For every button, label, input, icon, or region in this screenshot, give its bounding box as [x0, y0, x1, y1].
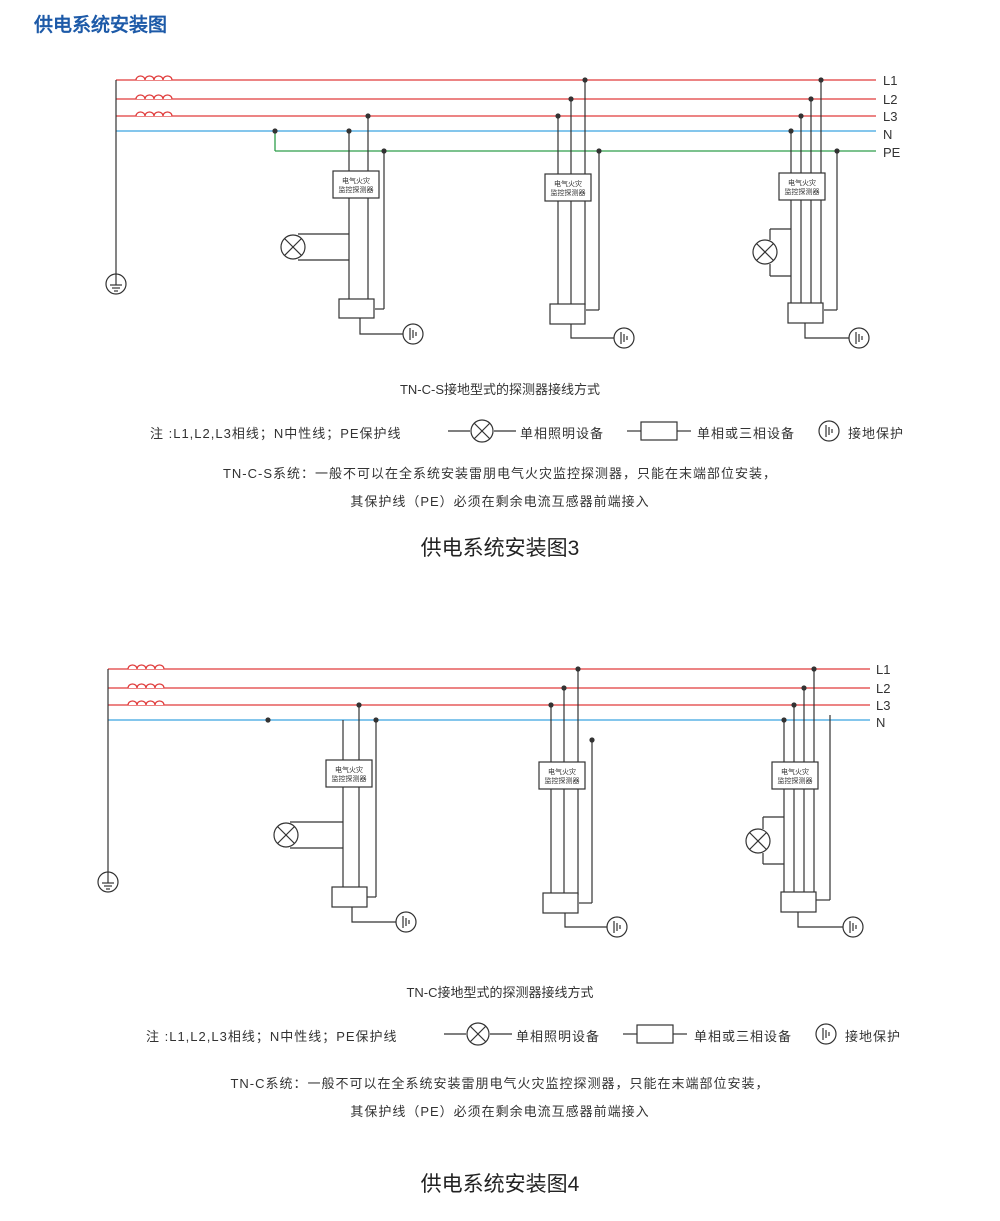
earth-legend-icon	[815, 1023, 837, 1045]
tn-c-s-wiring-diagram: 电气火灾 监控探测器 电气火灾 监控探测器 电气火灾 监控探测器 L1 L2 L…	[105, 73, 901, 349]
lamp-legend-icon	[444, 1022, 512, 1046]
line-label: L1	[876, 662, 890, 677]
transformer-coil-l2	[135, 94, 173, 100]
earth-legend-icon	[818, 420, 840, 442]
device-box	[780, 891, 817, 913]
line-label: N	[883, 127, 892, 142]
line-label: N	[876, 715, 885, 730]
legend-device-label: 单相或三相设备	[697, 426, 796, 441]
legend-lamp-label: 单相照明设备	[516, 1029, 601, 1044]
device-box	[549, 303, 586, 325]
device-box	[542, 892, 579, 914]
transformer-coil-l3	[127, 700, 165, 706]
detector-box	[332, 170, 380, 199]
detector-label: 监控探测器	[551, 188, 586, 197]
legend-lamp-label: 单相照明设备	[520, 426, 605, 441]
line-label: L3	[883, 109, 897, 124]
legend-device-label: 单相或三相设备	[694, 1029, 793, 1044]
legend-note: 注 :L1,L2,L3相线；N中性线；PE保护线	[150, 426, 402, 441]
earth-icon	[606, 916, 628, 938]
lamp-icon	[280, 234, 306, 260]
device-legend-icon	[627, 421, 691, 441]
diagram-subtitle: TN-C-S接地型式的探测器接线方式	[399, 382, 601, 397]
earth-icon	[402, 323, 424, 345]
detector-label: 监控探测器	[339, 185, 374, 194]
transformer-coil-l1	[135, 75, 173, 81]
transformer-coil-l3	[135, 111, 173, 117]
detector-label: 电气火灾	[554, 179, 582, 188]
device-box	[331, 886, 368, 908]
lamp-icon	[745, 828, 771, 854]
figure-title: 供电系统安装图4	[420, 1173, 580, 1196]
detector-label: 电气火灾	[548, 767, 576, 776]
earth-icon	[842, 916, 864, 938]
legend-ground-label: 接地保护	[848, 426, 905, 441]
detector-label: 电气火灾	[342, 176, 370, 185]
earth-icon	[848, 327, 870, 349]
detector-box	[538, 761, 586, 790]
legend-note: 注 :L1,L2,L3相线；N中性线；PE保护线	[146, 1029, 398, 1044]
lamp-icon	[273, 822, 299, 848]
detector-label: 监控探测器	[332, 774, 367, 783]
detector-box	[325, 759, 373, 788]
lamp-legend-icon	[448, 419, 516, 443]
lamp-icon	[752, 239, 778, 265]
detector-label: 电气火灾	[335, 765, 363, 774]
device-legend-icon	[623, 1024, 687, 1044]
ground-icon	[97, 871, 119, 893]
detector-label: 监控探测器	[545, 776, 580, 785]
figure-title: 供电系统安装图3	[420, 537, 580, 560]
transformer-coil-l2	[127, 683, 165, 689]
device-box	[787, 302, 824, 324]
detector-box	[771, 761, 819, 790]
line-label: PE	[883, 145, 901, 160]
system-description: TN-C-S系统：一般不可以在全系统安装雷朋电气火灾监控探测器，只能在末端部位安…	[222, 466, 778, 481]
detector-label: 电气火灾	[788, 178, 816, 187]
earth-icon	[395, 911, 417, 933]
detector-label: 监控探测器	[778, 776, 813, 785]
legend-ground-label: 接地保护	[845, 1029, 902, 1044]
detector-label: 监控探测器	[785, 187, 820, 196]
page-title: 供电系统安装图	[34, 15, 168, 36]
line-label: L3	[876, 698, 890, 713]
ground-icon	[105, 273, 127, 295]
earth-icon	[613, 327, 635, 349]
device-box	[338, 298, 375, 319]
diagram-subtitle: TN-C接地型式的探测器接线方式	[406, 985, 594, 1000]
system-description: TN-C系统：一般不可以在全系统安装雷朋电气火灾监控探测器，只能在末端部位安装，	[230, 1076, 770, 1091]
system-description: 其保护线（PE）必须在剩余电流互感器前端接入	[350, 1104, 650, 1119]
line-label: L2	[876, 681, 890, 696]
detector-box	[544, 173, 592, 202]
line-label: L2	[883, 92, 897, 107]
tn-c-wiring-diagram: 电气火灾 监控探测器 电气火灾 监控探测器 电气火灾 监控探测器 L1 L2 L…	[97, 662, 890, 938]
transformer-coil-l1	[127, 664, 165, 670]
system-description: 其保护线（PE）必须在剩余电流互感器前端接入	[350, 494, 650, 509]
line-label: L1	[883, 73, 897, 88]
detector-box	[778, 172, 826, 201]
detector-label: 电气火灾	[781, 767, 809, 776]
